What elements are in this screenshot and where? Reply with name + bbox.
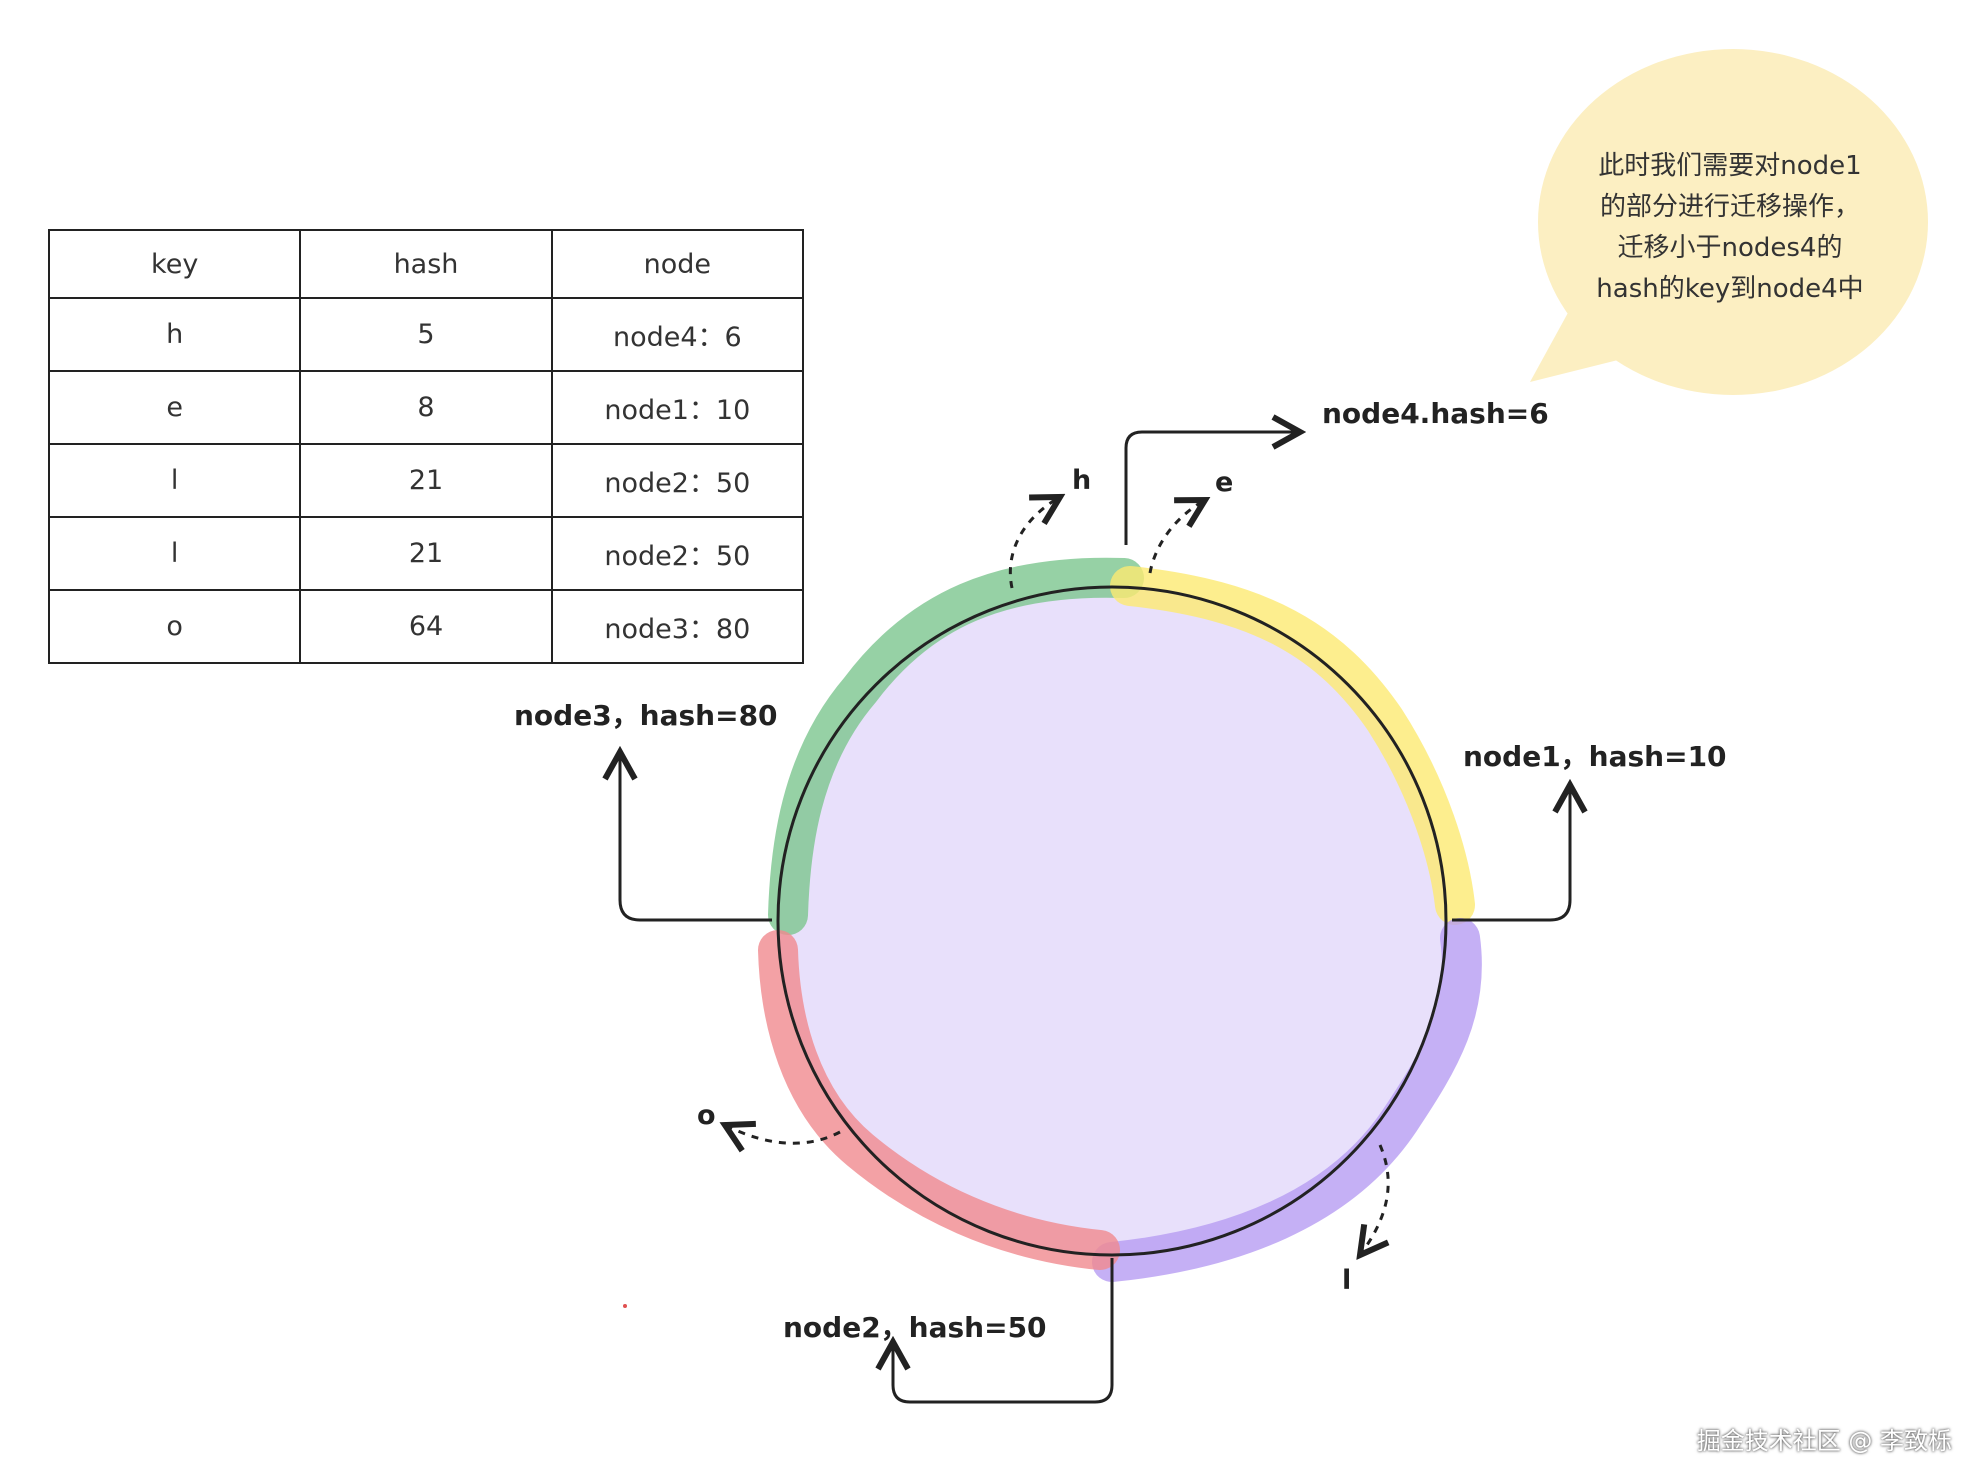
cell-node: node3：80 (550, 589, 805, 664)
cell-key: l (47, 516, 302, 591)
cell-hash: 64 (299, 589, 553, 664)
key-l-label: l (1342, 1265, 1352, 1296)
table-header-row: key hash node (47, 229, 805, 299)
key-hash-table: key hash node h 5 node4：6 e 8 node1：10 l… (47, 229, 805, 664)
table-row: h 5 node4：6 (47, 297, 805, 372)
table-row: o 64 node3：80 (47, 589, 805, 664)
key-l-arrow (1360, 1144, 1390, 1255)
table-row: l 21 node2：50 (47, 443, 805, 518)
bubble-line: 迁移小于nodes4的 (1617, 233, 1843, 263)
speech-bubble (1530, 49, 1928, 395)
node4-arrow (1124, 432, 1300, 545)
hash-ring (776, 585, 1448, 1257)
bubble-line: 的部分进行迁移操作， (1599, 192, 1860, 222)
node3-label: node3，hash=80 (514, 699, 778, 732)
key-o-label: o (697, 1100, 716, 1131)
node2-arrow (893, 1258, 1114, 1404)
cell-node: node2：50 (550, 443, 805, 518)
cell-node: node2：50 (550, 516, 805, 591)
ring-fill (778, 587, 1446, 1255)
key-e-label: e (1215, 467, 1234, 498)
node3-arrow (620, 752, 772, 922)
node4-label: node4.hash=6 (1322, 397, 1549, 430)
header-node: node (550, 229, 805, 299)
bubble-text: 此时我们需要对node1 的部分进行迁移操作， 迁移小于nodes4的 hash… (1530, 146, 1930, 310)
table-row: e 8 node1：10 (47, 370, 805, 445)
segment-node4-green (768, 557, 1144, 935)
header-hash: hash (299, 229, 553, 299)
cell-node: node4：6 (550, 297, 805, 372)
watermark: 掘金技术社区 @ 李致栎 (1696, 1427, 1952, 1455)
segment-node3-red (758, 930, 1120, 1270)
cell-hash: 5 (299, 297, 553, 372)
cell-hash: 8 (299, 370, 553, 445)
stray-dot (623, 1304, 627, 1308)
node1-arrow (1452, 785, 1570, 922)
key-h-label: h (1072, 465, 1092, 496)
node2-label: node2，hash=50 (783, 1311, 1047, 1344)
key-o-arrow (725, 1125, 841, 1143)
cell-key: o (47, 589, 302, 664)
cell-key: h (47, 297, 302, 372)
cell-node: node1：10 (550, 370, 805, 445)
table-row: l 21 node2：50 (47, 516, 805, 591)
cell-key: e (47, 370, 302, 445)
bubble-line: 此时我们需要对node1 (1598, 151, 1862, 181)
cell-key: l (47, 443, 302, 518)
node1-label: node1，hash=10 (1463, 740, 1727, 773)
header-key: key (47, 229, 302, 299)
key-e-arrow (1148, 500, 1205, 574)
bubble-line: hash的key到node4中 (1596, 274, 1864, 304)
cell-hash: 21 (299, 516, 553, 591)
cell-hash: 21 (299, 443, 553, 518)
segment-node1-yellow (1110, 566, 1475, 925)
segment-node2-purple (1092, 918, 1482, 1282)
